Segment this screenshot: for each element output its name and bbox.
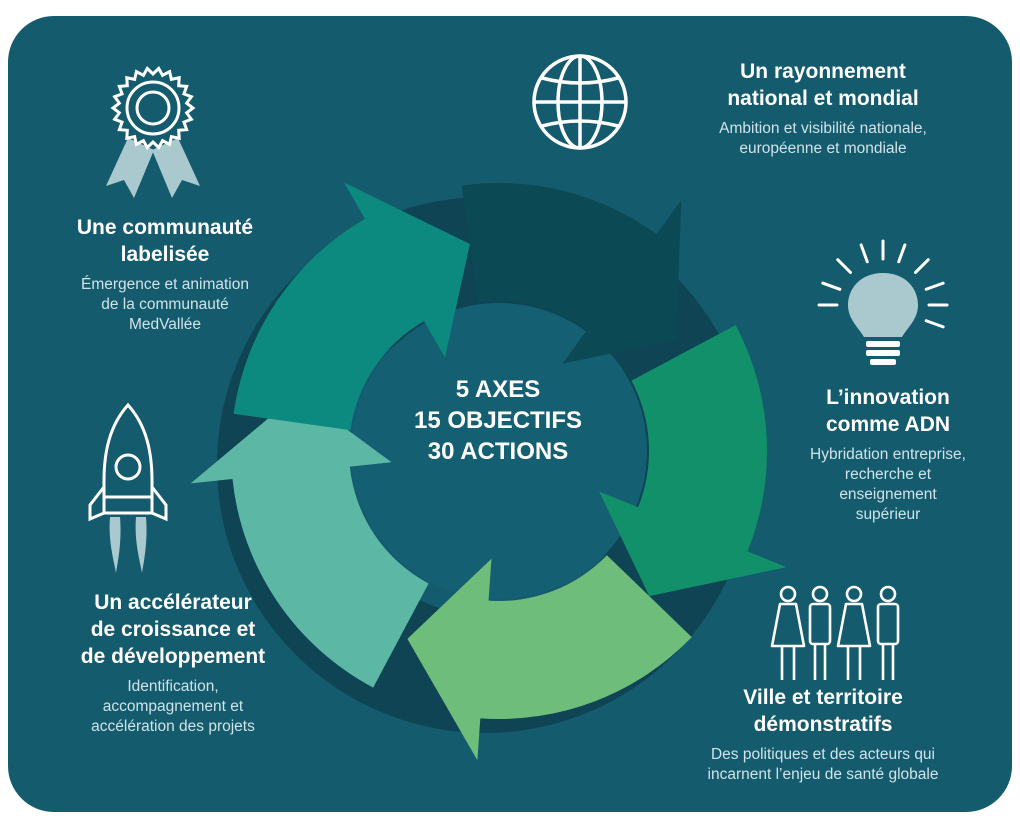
cycle-arrow-communaute [233, 182, 470, 431]
lightbulb-ray [836, 258, 852, 274]
center-axes-count: 5 AXES [455, 376, 541, 403]
axis-ville-title-line: démonstratifs [753, 713, 893, 736]
axis-innovation-title-line: comme ADN [825, 413, 951, 436]
infographic-card: 5 AXES 15 OBJECTIFS 30 ACTIONS Une commu… [8, 16, 1012, 812]
axis-accelerateur-desc: Identification, accompagnement et accélé… [28, 677, 318, 737]
cycle-diagram [190, 182, 787, 761]
axis-communaute-title-line: Une communauté [76, 216, 254, 239]
axis-rayonnement-desc: Ambition et visibilité nationale, europé… [658, 119, 988, 159]
axis-communaute-desc-line: Émergence et animation [80, 276, 249, 293]
cycle-center-disc [351, 303, 647, 599]
axis-ville: Ville et territoire démonstratifs Des po… [658, 684, 988, 785]
center-actions-count: 30 ACTIONS [427, 438, 569, 465]
axis-rayonnement-desc-line: européenne et mondiale [739, 140, 907, 157]
lightbulb-ray [914, 258, 930, 274]
axis-ville-desc-line: Des politiques et des acteurs qui [710, 746, 936, 763]
axis-rayonnement: Un rayonnement national et mondial Ambit… [658, 58, 988, 159]
axis-communaute-title-line: labelisée [120, 243, 210, 266]
axis-communaute-title: Une communauté labelisée [30, 214, 300, 268]
axis-communaute: Une communauté labelisée Émergence et an… [30, 214, 300, 335]
rocket-icon [88, 402, 168, 573]
axis-rayonnement-title: Un rayonnement national et mondial [658, 58, 988, 112]
cycle-arrow-rayonnement [461, 183, 682, 364]
lightbulb-ray [924, 319, 945, 329]
award-ribbon-icon [106, 65, 200, 198]
axis-innovation-desc-line: enseignement [839, 486, 937, 503]
axis-accelerateur-title-line: Un accélérateur [94, 591, 252, 614]
center-summary: 5 AXES 15 OBJECTIFS 30 ACTIONS [348, 374, 648, 467]
lightbulb-icon [817, 239, 949, 365]
axis-innovation-title: L’innovation comme ADN [768, 384, 1008, 438]
axis-innovation-desc-line: Hybridation entreprise, [810, 446, 966, 463]
axis-communaute-desc: Émergence et animation de la communauté … [30, 275, 300, 335]
cycle-arrow-innovation [599, 325, 787, 597]
axis-ville-title: Ville et territoire démonstratifs [658, 684, 988, 738]
axis-accelerateur-title-line: de développement [80, 645, 266, 668]
axis-communaute-desc-line: de la communauté [101, 296, 229, 313]
axis-innovation-desc-line: supérieur [855, 506, 921, 523]
lightbulb-ray [924, 281, 945, 291]
axis-innovation-desc: Hybridation entreprise, recherche et ens… [768, 445, 1008, 525]
axis-communaute-desc-line: MedVallée [128, 316, 202, 333]
axis-ville-desc: Des politiques et des acteurs qui incarn… [658, 745, 988, 785]
axis-accelerateur-title-line: de croissance et [90, 618, 256, 641]
seal-gear-outline [110, 65, 196, 151]
axis-rayonnement-desc-line: Ambition et visibilité nationale, [719, 120, 927, 137]
globe-icon [532, 54, 628, 150]
axis-accelerateur-title: Un accélérateur de croissance et de déve… [28, 589, 318, 670]
axis-innovation: L’innovation comme ADN Hybridation entre… [768, 384, 1008, 525]
cycle-arrow-accelerateur [190, 393, 429, 688]
people-icon [770, 585, 900, 680]
axis-accelerateur-desc-line: Identification, [127, 678, 219, 695]
lightbulb-ray [821, 281, 842, 291]
axis-rayonnement-title-line: Un rayonnement [740, 60, 906, 83]
axis-innovation-desc-line: recherche et [844, 466, 932, 483]
axis-accelerateur-desc-line: accompagnement et [102, 698, 244, 715]
axis-ville-desc-line: incarnent l’enjeu de santé globale [707, 766, 939, 783]
center-objectives-count: 15 OBJECTIFS [413, 407, 583, 434]
axis-innovation-title-line: L’innovation [826, 386, 950, 409]
cycle-arrow-ville [407, 555, 692, 761]
axis-accelerateur-desc-line: accélération des projets [91, 718, 255, 735]
axis-rayonnement-title-line: national et mondial [727, 87, 919, 110]
lightbulb-ray [897, 243, 907, 264]
axis-accelerateur: Un accélérateur de croissance et de déve… [28, 589, 318, 737]
lightbulb-ray [859, 243, 869, 264]
axis-ville-title-line: Ville et territoire [743, 686, 903, 709]
